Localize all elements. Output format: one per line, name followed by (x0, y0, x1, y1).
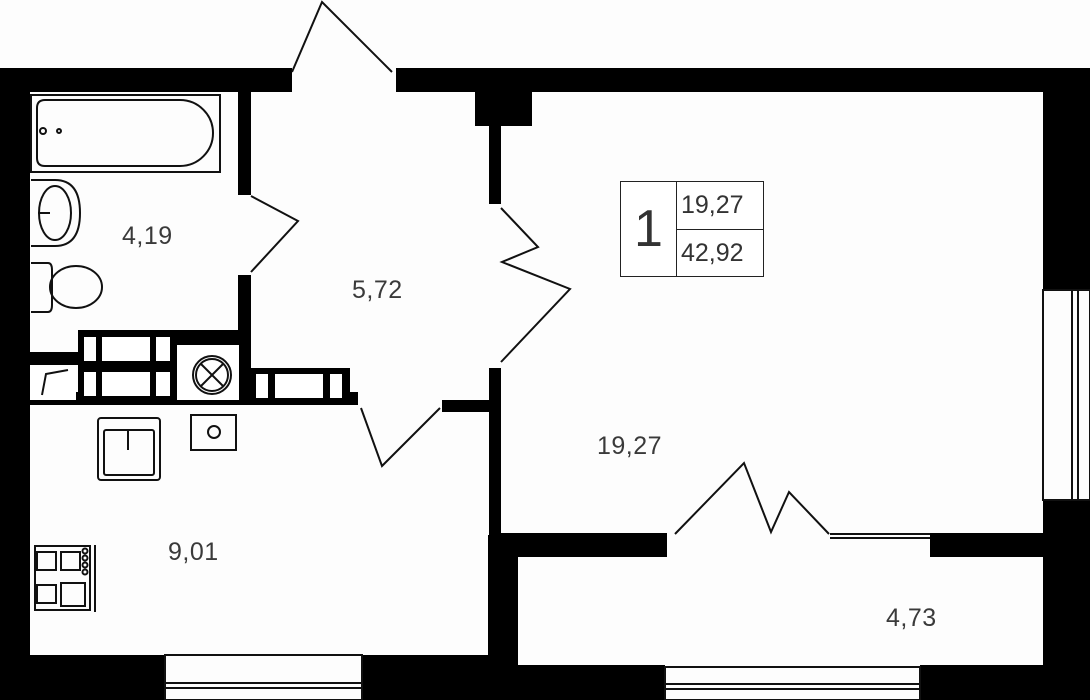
apartment-summary-box: 1 19,27 42,92 (620, 181, 764, 277)
kitchen-area-label: 9,01 (168, 538, 219, 566)
rooms-count: 1 (621, 182, 677, 276)
total-area-value: 42,92 (681, 238, 744, 267)
hallway-area-label: 5,72 (352, 276, 403, 304)
fixtures (30, 0, 1090, 700)
balcony-area-label: 4,73 (886, 604, 937, 632)
living-area-value: 19,27 (677, 182, 763, 230)
living-room-area-label: 19,27 (597, 432, 663, 460)
bathroom-area-label: 4,19 (122, 222, 173, 250)
